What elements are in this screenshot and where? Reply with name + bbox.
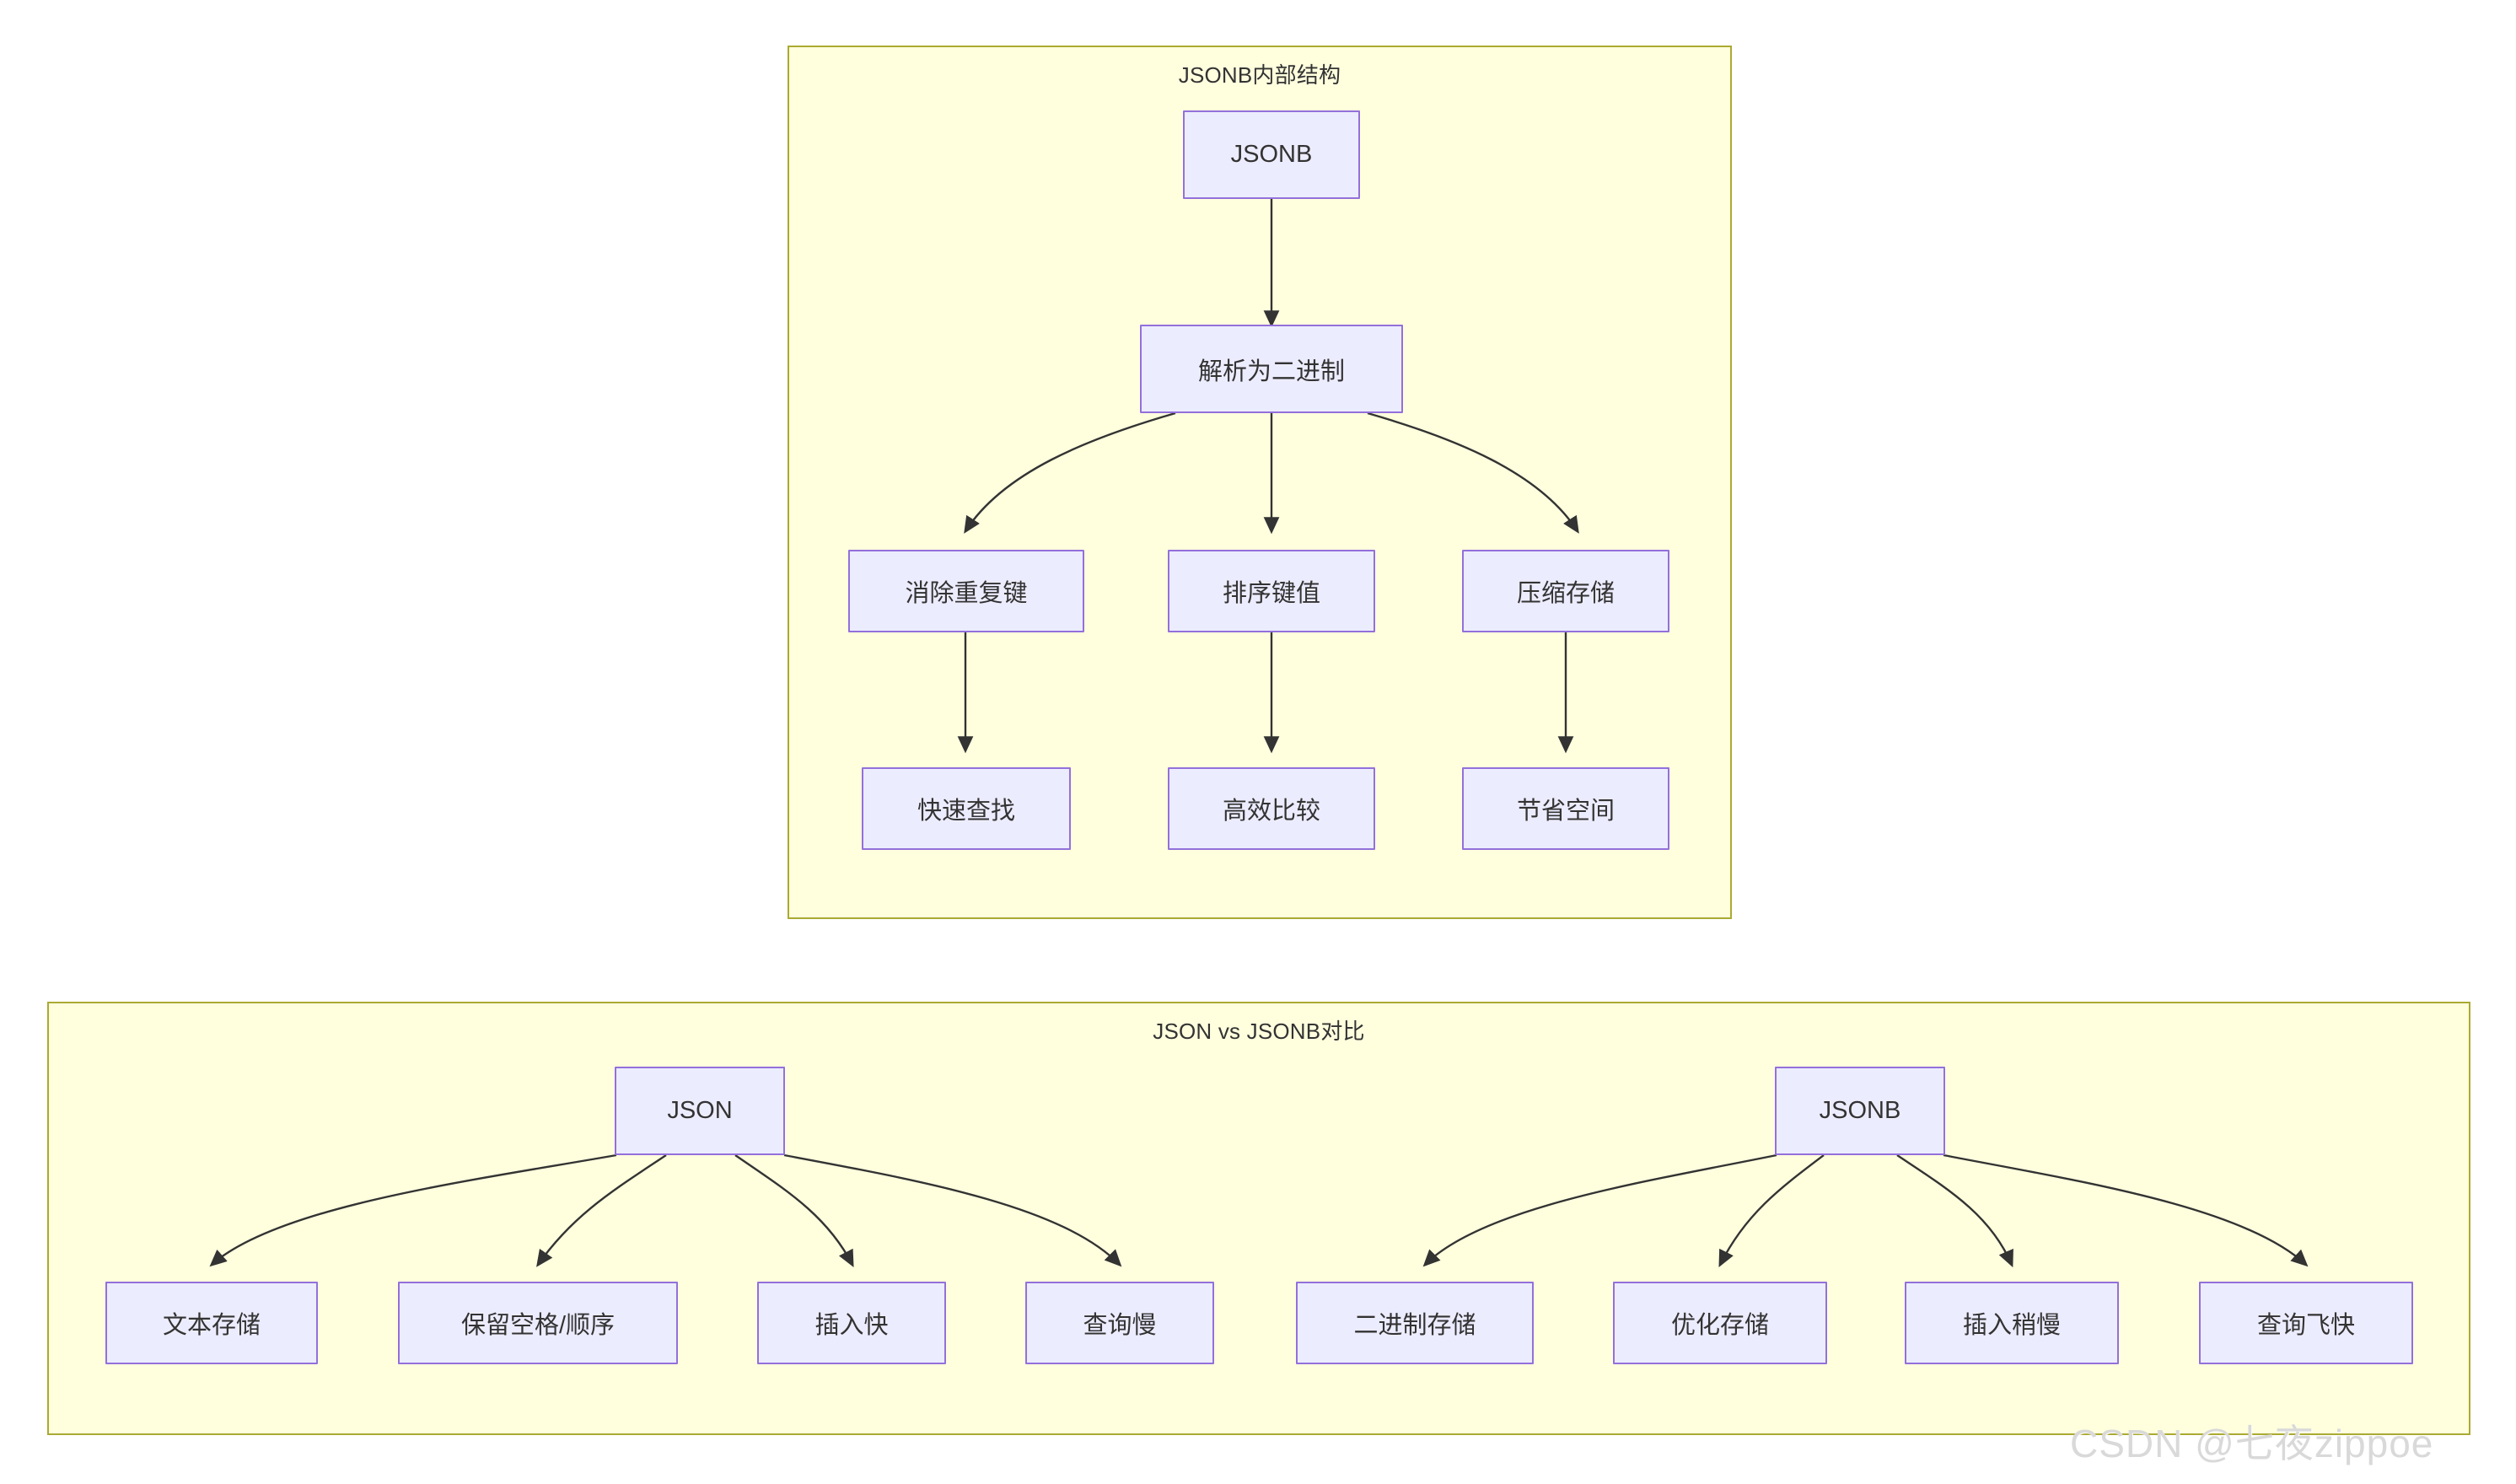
- node-dedup-keys[interactable]: 消除重复键: [848, 550, 1084, 632]
- node-binary-store[interactable]: 二进制存储: [1296, 1282, 1534, 1364]
- node-json[interactable]: JSON: [615, 1067, 785, 1155]
- node-jsonb[interactable]: JSONB: [1183, 110, 1360, 199]
- watermark: CSDN @七夜zippoe: [2070, 1422, 2434, 1465]
- node-sort-keys[interactable]: 排序键值: [1168, 550, 1375, 632]
- node-save-space[interactable]: 节省空间: [1462, 767, 1669, 850]
- node-query-very-fast[interactable]: 查询飞快: [2199, 1282, 2413, 1364]
- subgraph-title-jsonb-internal: JSONB内部结构: [1178, 62, 1341, 88]
- node-fast-lookup[interactable]: 快速查找: [862, 767, 1071, 850]
- node-compress-store[interactable]: 压缩存储: [1462, 550, 1669, 632]
- node-efficient-compare[interactable]: 高效比较: [1168, 767, 1375, 850]
- node-insert-slower[interactable]: 插入稍慢: [1905, 1282, 2119, 1364]
- node-keep-space-order[interactable]: 保留空格/顺序: [398, 1282, 678, 1364]
- subgraph-title-json-vs-jsonb: JSON vs JSONB对比: [1153, 1019, 1365, 1044]
- subgraph-json-vs-jsonb: JSON vs JSONB对比: [47, 1002, 2470, 1435]
- node-parse-binary[interactable]: 解析为二进制: [1140, 325, 1403, 413]
- node-text-store[interactable]: 文本存储: [105, 1282, 318, 1364]
- node-optimized-store[interactable]: 优化存储: [1613, 1282, 1827, 1364]
- node-query-slow[interactable]: 查询慢: [1025, 1282, 1214, 1364]
- node-insert-fast[interactable]: 插入快: [757, 1282, 946, 1364]
- node-jsonb-compare[interactable]: JSONB: [1775, 1067, 1945, 1155]
